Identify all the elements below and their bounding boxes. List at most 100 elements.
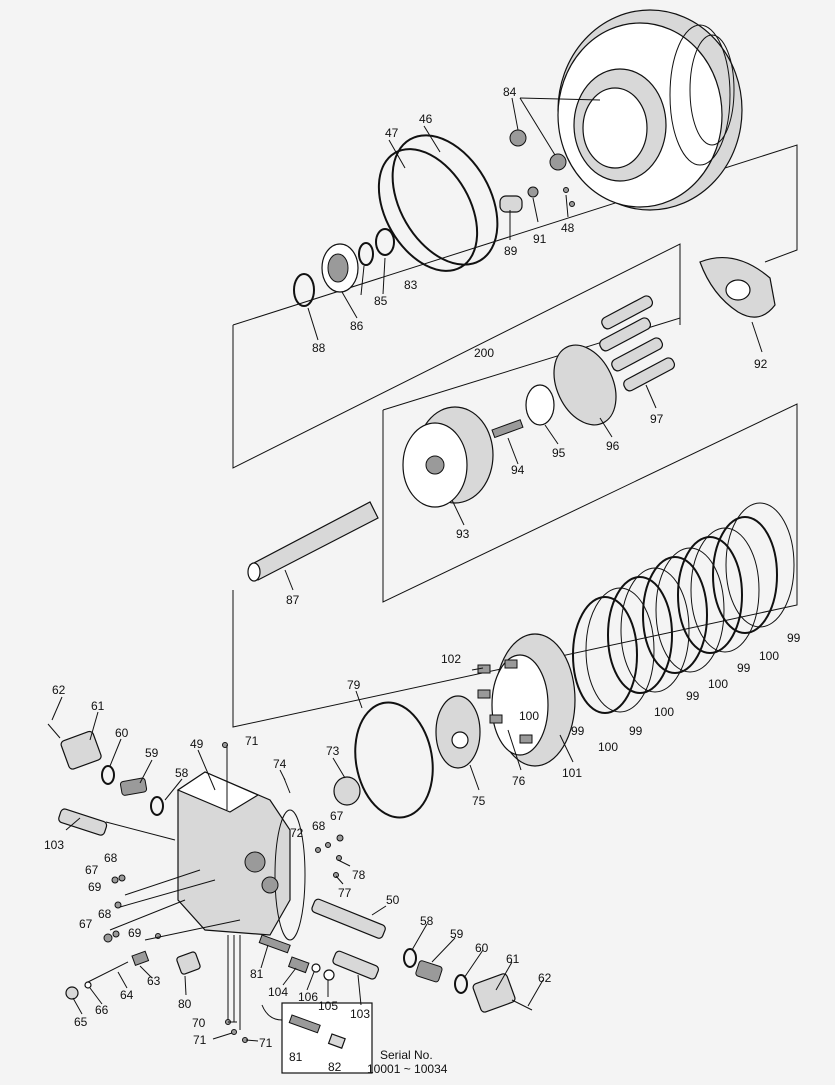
callout-106: 106: [298, 990, 318, 1004]
callout-99-e: 99: [571, 724, 585, 738]
callout-79: 79: [347, 678, 361, 692]
ring-58: [150, 796, 164, 816]
callout-75: 75: [472, 794, 486, 808]
callout-73: 73: [326, 744, 340, 758]
snap-ring-88: [293, 273, 315, 307]
group-frame-outer: [232, 144, 798, 326]
callout-91: 91: [533, 232, 547, 246]
callout-80: 80: [178, 997, 192, 1011]
serial-inset-box: [281, 1002, 373, 1074]
callout-58: 58: [175, 766, 189, 780]
callout-46: 46: [419, 112, 433, 126]
part-91: [527, 186, 539, 198]
flange-61: [60, 730, 102, 770]
spring-59-b: [415, 960, 443, 983]
callout-100-b: 100: [708, 677, 728, 691]
o-ring-46: [391, 134, 499, 266]
flange-61-b: [472, 973, 516, 1013]
plug-103: [58, 808, 108, 836]
callout-72: 72: [290, 826, 304, 840]
callout-60: 60: [115, 726, 129, 740]
callout-92: 92: [754, 357, 768, 371]
callout-97: 97: [650, 412, 664, 426]
callout-103: 103: [44, 838, 64, 852]
callout-61: 61: [91, 699, 105, 713]
callout-100-c: 100: [654, 705, 674, 719]
callout-94: 94: [511, 463, 525, 477]
callout-49: 49: [190, 737, 204, 751]
callout-101: 101: [562, 766, 582, 780]
callout-59-b: 59: [450, 927, 464, 941]
callout-47: 47: [385, 126, 399, 140]
ring-106: [311, 963, 321, 973]
retainer-plate-96: [553, 344, 617, 426]
pin-74: [283, 777, 291, 794]
callout-64: 64: [120, 988, 134, 1002]
callout-81-b: 81: [289, 1050, 303, 1064]
motor-housing: [557, 9, 743, 211]
cylinder-block-93: [402, 406, 494, 508]
callout-71-b: 71: [193, 1033, 207, 1047]
callout-100-d: 100: [598, 740, 618, 754]
callout-69-b: 69: [128, 926, 142, 940]
callout-60-b: 60: [475, 941, 489, 955]
callout-61-b: 61: [506, 952, 520, 966]
callout-62: 62: [52, 683, 66, 697]
callout-100-e: 100: [519, 709, 539, 723]
o-ring-79: [354, 701, 434, 819]
serial-label: Serial No.: [380, 1048, 433, 1062]
callout-99-a: 99: [787, 631, 801, 645]
callout-99-d: 99: [629, 724, 643, 738]
callout-70: 70: [192, 1016, 206, 1030]
spring-104: [287, 956, 310, 974]
callout-59: 59: [145, 746, 159, 760]
group-frame-top: [382, 317, 681, 411]
ball-guide-95: [525, 384, 555, 426]
plug-67: [111, 876, 119, 884]
leader-lines: [51, 97, 763, 1042]
friction-discs: [572, 502, 795, 714]
callout-81: 81: [250, 967, 264, 981]
plug-103-b: [332, 950, 380, 980]
callout-50: 50: [386, 893, 400, 907]
pin-48: [563, 187, 569, 193]
callout-82: 82: [328, 1060, 342, 1074]
o-ring-47: [377, 148, 479, 272]
spool-50: [311, 898, 386, 939]
callout-58-b: 58: [420, 914, 434, 928]
bolt-62: [47, 723, 61, 739]
pistons-97: [599, 295, 676, 392]
seal-83: [375, 228, 395, 256]
shaft-87: [247, 501, 379, 582]
callout-93: 93: [456, 527, 470, 541]
callout-63: 63: [147, 974, 161, 988]
group-frame-200: [232, 243, 681, 469]
callout-48: 48: [561, 221, 575, 235]
inset-arrow: [261, 1004, 283, 1021]
callout-95: 95: [552, 446, 566, 460]
bolt-84: [509, 129, 567, 171]
callout-105: 105: [318, 999, 338, 1013]
callout-69: 69: [88, 880, 102, 894]
callout-67: 67: [85, 863, 99, 877]
callout-99-b: 99: [737, 661, 751, 675]
bolt-62-b: [511, 999, 533, 1011]
callout-71: 71: [245, 734, 259, 748]
callout-77: 77: [338, 886, 352, 900]
callout-88: 88: [312, 341, 326, 355]
part-81: [258, 934, 291, 954]
callout-86: 86: [350, 319, 364, 333]
callout-67-b: 67: [330, 809, 344, 823]
part-105: [323, 969, 335, 981]
callout-66: 66: [95, 1003, 109, 1017]
o-ring-60-b: [454, 974, 468, 994]
callout-78: 78: [352, 868, 366, 882]
serial-range: 10001 ~ 10034: [367, 1062, 448, 1076]
valve-block-49: [176, 771, 306, 941]
callout-74: 74: [273, 757, 287, 771]
callout-84: 84: [503, 85, 517, 99]
callout-89: 89: [504, 244, 518, 258]
callout-76: 76: [512, 774, 526, 788]
